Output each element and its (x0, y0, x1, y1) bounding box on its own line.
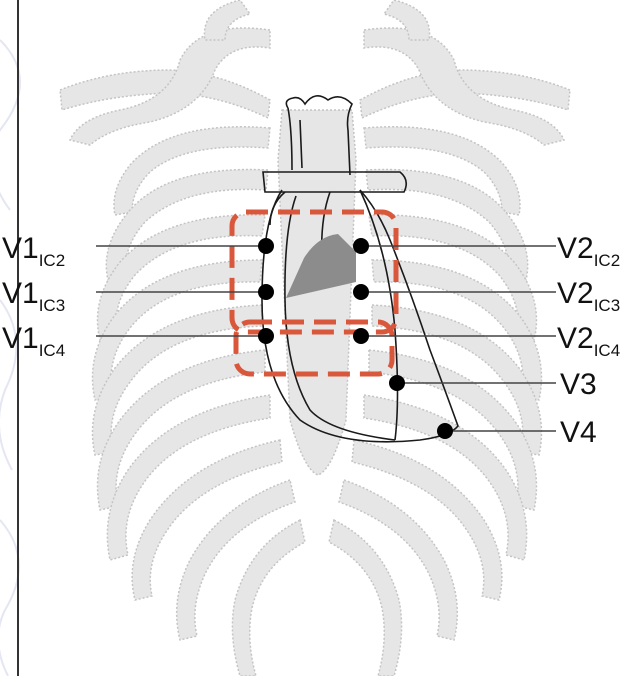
label-v1-ic4: V1IC4 (2, 322, 65, 360)
electrode-v2-ic3 (353, 284, 369, 300)
label-v4: V4 (560, 416, 597, 449)
label-v1-ic2: V1IC2 (2, 232, 65, 270)
rib-cage (60, 0, 570, 676)
label-v2-ic3: V2IC3 (557, 277, 620, 315)
label-v2-ic4: V2IC4 (557, 322, 620, 360)
electrode-v2-ic4 (353, 328, 369, 344)
label-v3: V3 (560, 368, 597, 401)
electrode-v3 (389, 375, 405, 391)
electrode-v1-ic4 (258, 328, 274, 344)
label-v1-ic3: V1IC3 (2, 277, 65, 315)
electrode-v1-ic2 (258, 238, 274, 254)
label-v2-ic2: V2IC2 (557, 232, 620, 270)
electrode-v2-ic2 (353, 238, 369, 254)
electrode-v4 (437, 423, 453, 439)
electrode-v1-ic3 (258, 284, 274, 300)
